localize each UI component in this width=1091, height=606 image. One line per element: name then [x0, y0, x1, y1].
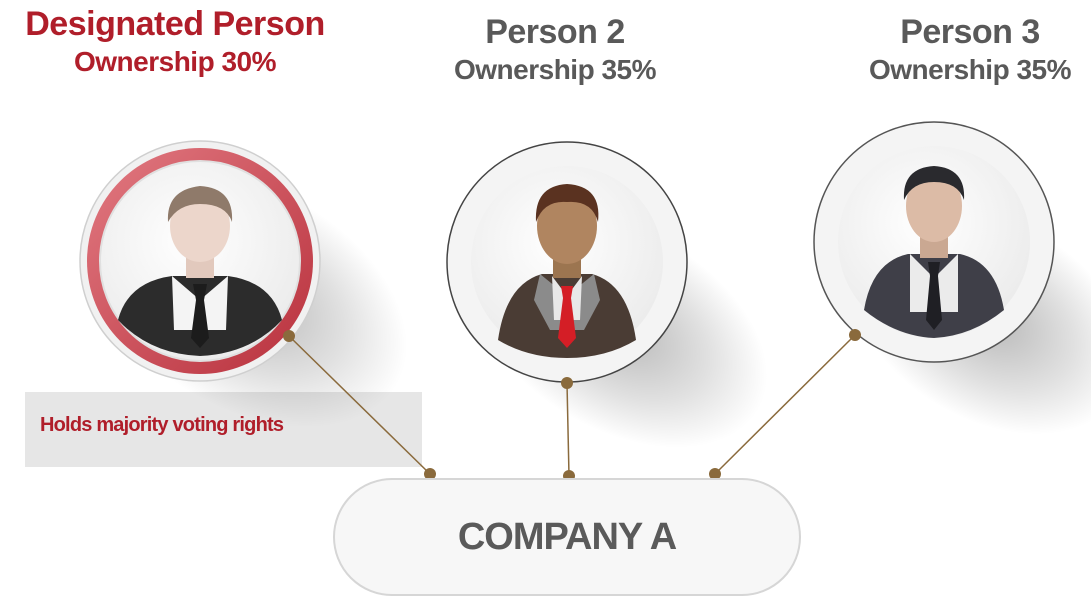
businessman-red-tie-icon: [498, 184, 636, 358]
avatar-1: [79, 140, 321, 382]
note-text: Holds majority voting rights: [40, 414, 284, 436]
connector-dot: [283, 330, 295, 342]
company-name: COMPANY A: [457, 516, 677, 558]
person-2-ownership: Ownership 35%: [453, 54, 657, 85]
connector-dot: [561, 377, 573, 389]
businessman-gray-suit-icon: [118, 186, 282, 356]
person-1-ownership: Ownership 30%: [73, 46, 277, 77]
avatar-2: [446, 141, 688, 383]
person-3-ownership: Ownership 35%: [868, 54, 1072, 85]
avatar-3: [813, 121, 1055, 363]
person-2-name: Person 2: [485, 13, 625, 51]
connector-line-2: [566, 382, 570, 477]
designated-person-title: Designated Person Ownership 30%: [0, 4, 350, 80]
person-1-name: Designated Person: [25, 5, 325, 43]
connector-line-1: [288, 335, 431, 475]
person-3-title: Person 3 Ownership 35%: [820, 12, 1091, 88]
company-box: [333, 478, 801, 596]
person-2-title: Person 2 Ownership 35%: [400, 12, 710, 88]
connector-dot: [709, 468, 721, 480]
businessman-dark-suit-icon: [864, 166, 1004, 338]
person-3-name: Person 3: [900, 13, 1040, 51]
connector-dot: [424, 468, 436, 480]
connector-dot: [849, 329, 861, 341]
connector-line-3: [714, 334, 856, 475]
